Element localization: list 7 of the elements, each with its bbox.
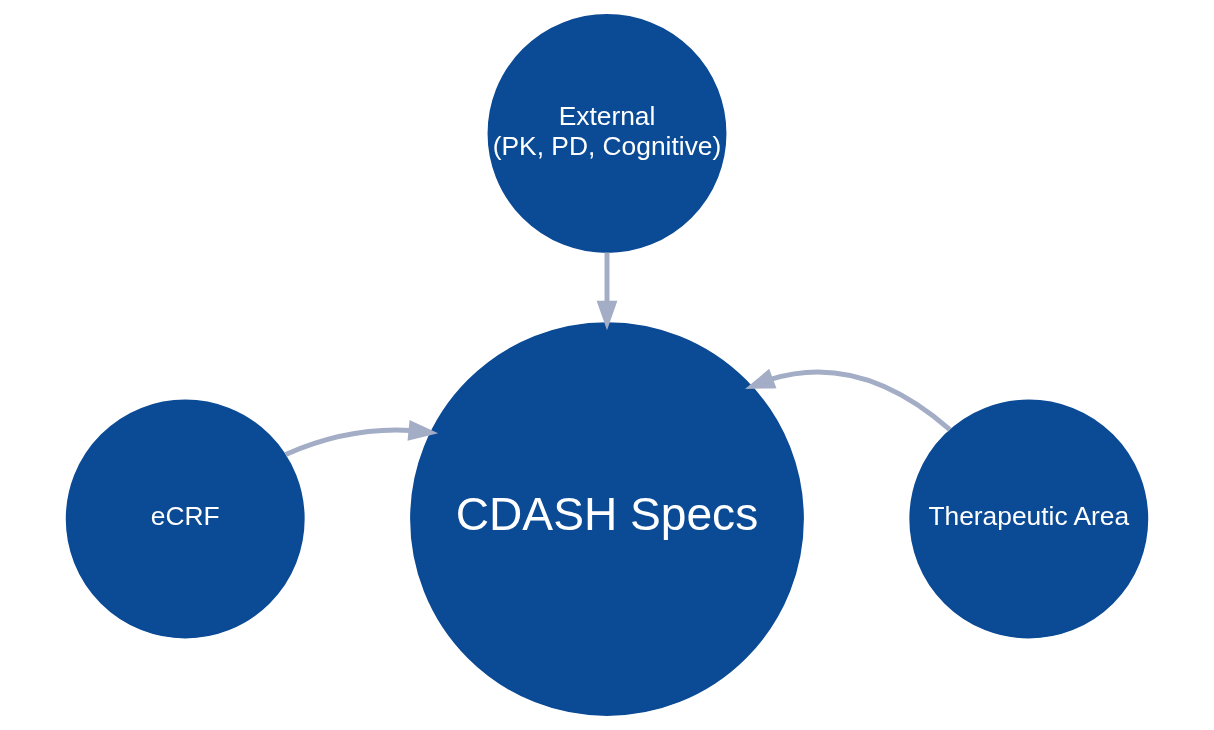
- arrow: [745, 368, 952, 432]
- node-circle: Therapeutic Area: [909, 399, 1149, 639]
- arrow: [284, 419, 439, 457]
- node-circle: eCRF: [65, 399, 305, 639]
- node-circle: External (PK, PD, Cognitive): [487, 14, 727, 253]
- arrow: [596, 252, 618, 331]
- node-circle: CDASH Specs: [410, 322, 804, 716]
